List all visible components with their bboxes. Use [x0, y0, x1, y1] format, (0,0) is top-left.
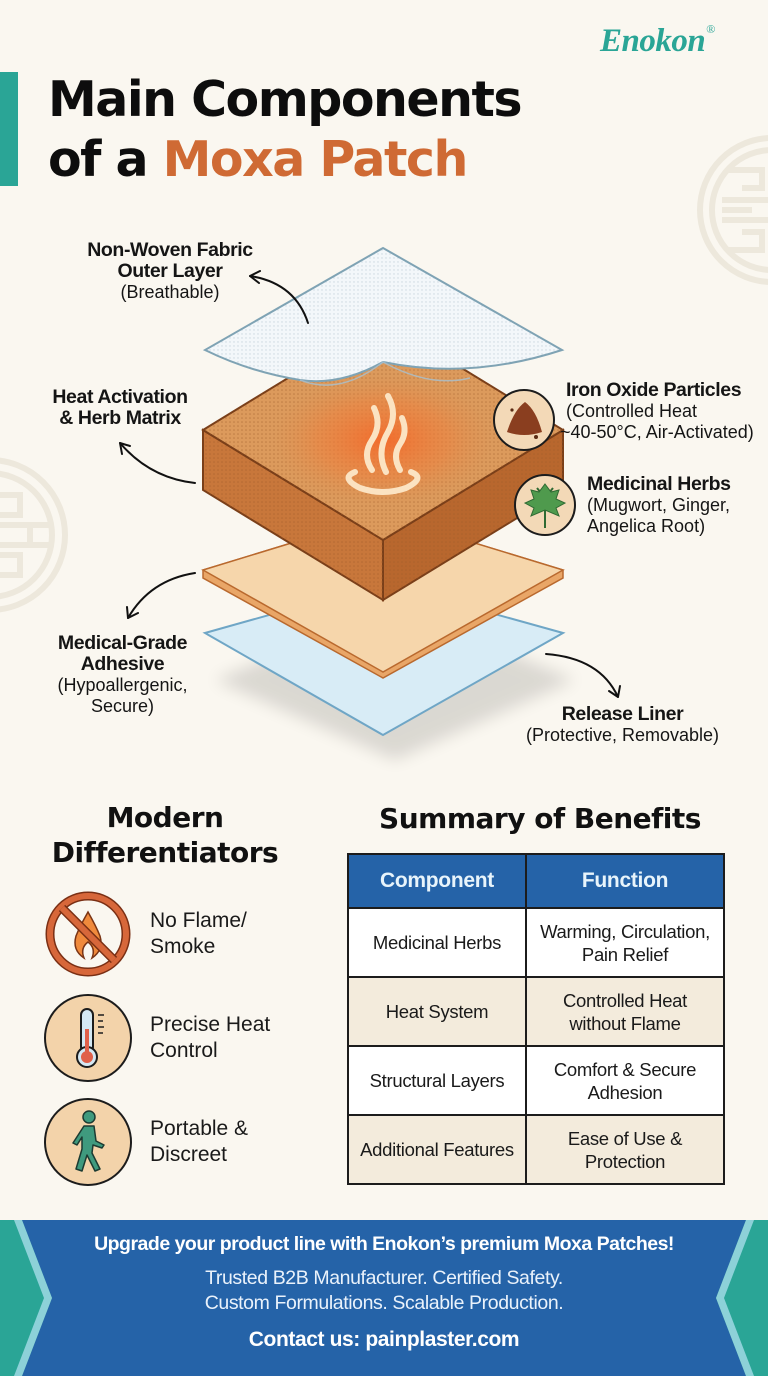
- powder-pile-icon: [493, 389, 555, 451]
- banner-sub-1: Trusted B2B Manufacturer. Certified Safe…: [205, 1267, 563, 1289]
- column-header-component: Component: [347, 853, 527, 909]
- differentiator-label: Portable & Discreet: [150, 1116, 290, 1168]
- label-adhesive: Medical-Grade Adhesive (Hypoallergenic, …: [40, 633, 205, 717]
- summary-title: Summary of Benefits: [379, 802, 701, 835]
- no-flame-line-2: Smoke: [150, 935, 216, 958]
- decorative-medallion-left-icon: [0, 457, 68, 613]
- differentiator-heat-control: Precise Heat Control: [44, 994, 344, 1082]
- contact-link[interactable]: Contact us: painplaster.com: [248, 1328, 520, 1351]
- differentiator-no-flame: No Flame/ Smoke: [44, 890, 344, 978]
- cell-function: Warming, Circulation,Pain Relief: [525, 907, 725, 978]
- heat-control-line-1: Precise Heat: [150, 1013, 271, 1036]
- no-flame-line-1: No Flame/: [150, 909, 247, 932]
- herbs-title: Medicinal Herbs: [587, 473, 731, 495]
- table-row: Additional Features Ease of Use &Protect…: [347, 1114, 725, 1185]
- differentiators-title-1: Modern: [106, 801, 224, 834]
- title-line-2-prefix: of a: [48, 131, 163, 188]
- heat-waves-icon: [345, 393, 421, 495]
- non-woven-fabric-layer: [202, 246, 565, 383]
- iron-oxide-title: Iron Oxide Particles: [566, 379, 742, 401]
- portable-line-1: Portable &: [150, 1117, 249, 1140]
- differentiators-title: Modern Differentiators: [40, 800, 290, 870]
- cell-component: Additional Features: [347, 1114, 527, 1185]
- differentiator-portable: Portable & Discreet: [44, 1098, 344, 1186]
- label-heat-matrix: Heat Activation & Herb Matrix: [30, 387, 210, 429]
- brand-logo: Enokon®: [600, 22, 715, 60]
- brand-name: Enokon: [600, 23, 706, 59]
- outer-layer-note: (Breathable): [120, 282, 220, 302]
- differentiator-label: Precise Heat Control: [150, 1012, 290, 1064]
- cta-banner-background: [0, 1220, 768, 1376]
- cell-component: Heat System: [347, 976, 527, 1047]
- table-row: Medicinal Herbs Warming, Circulation,Pai…: [347, 907, 725, 978]
- liner-title: Release Liner: [561, 703, 684, 725]
- thermometer-icon: [44, 994, 132, 1082]
- table-header-row: Component Function: [347, 853, 725, 909]
- liner-note: (Protective, Removable): [525, 725, 720, 745]
- title-line-1: Main Components: [48, 71, 523, 128]
- no-flame-icon: [44, 890, 132, 978]
- label-iron-oxide: Iron Oxide Particles (Controlled Heat ~4…: [560, 379, 766, 443]
- cell-component: Structural Layers: [347, 1045, 527, 1116]
- heat-matrix-title-2: & Herb Matrix: [59, 407, 181, 429]
- heat-control-line-2: Control: [150, 1039, 218, 1062]
- herbs-note-1: (Mugwort, Ginger,: [587, 495, 731, 515]
- walking-person-icon: [44, 1098, 132, 1186]
- iron-oxide-note-1: (Controlled Heat: [566, 401, 698, 421]
- outer-layer-title-2: Outer Layer: [117, 260, 223, 282]
- title-accent-bar: [0, 72, 18, 186]
- title-accent-text: Moxa Patch: [162, 131, 469, 188]
- herbs-note-2: Angelica Root): [587, 516, 706, 536]
- banner-headline: Upgrade your product line with Enokon’s …: [94, 1233, 674, 1255]
- adhesive-note-2: Secure): [90, 696, 155, 716]
- adhesive-note-1: (Hypoallergenic,: [57, 675, 188, 695]
- adhesive-title-1: Medical-Grade: [57, 632, 188, 654]
- iron-oxide-note-2: ~40-50°C, Air-Activated): [560, 422, 754, 442]
- label-outer-layer: Non-Woven Fabric Outer Layer (Breathable…: [60, 240, 280, 303]
- decorative-medallion-right-icon: [697, 135, 768, 285]
- page-title: Main Components of a Moxa Patch: [48, 70, 523, 190]
- moxa-patch-exploded-diagram: [119, 246, 621, 760]
- heat-matrix-title-1: Heat Activation: [52, 386, 188, 408]
- differentiators-title-2: Differentiators: [51, 836, 279, 869]
- registered-mark: ®: [706, 22, 715, 36]
- label-medicinal-herbs: Medicinal Herbs (Mugwort, Ginger, Angeli…: [587, 474, 767, 537]
- differentiator-label: No Flame/ Smoke: [150, 908, 290, 960]
- cell-function: Ease of Use &Protection: [525, 1114, 725, 1185]
- benefits-table: Component Function Medicinal Herbs Warmi…: [347, 853, 725, 1185]
- banner-sub-2: Custom Formulations. Scalable Production…: [204, 1292, 564, 1314]
- adhesive-title-2: Adhesive: [80, 653, 165, 675]
- portable-line-2: Discreet: [150, 1143, 228, 1166]
- outer-layer-title-1: Non-Woven Fabric: [87, 239, 253, 261]
- cell-component: Medicinal Herbs: [347, 907, 527, 978]
- column-header-function: Function: [525, 853, 725, 909]
- cta-banner: Upgrade your product line with Enokon’s …: [0, 1233, 768, 1352]
- label-release-liner: Release Liner (Protective, Removable): [515, 704, 730, 746]
- herb-leaf-icon: [514, 474, 576, 536]
- banner-subtext: Trusted B2B Manufacturer. Certified Safe…: [0, 1266, 768, 1316]
